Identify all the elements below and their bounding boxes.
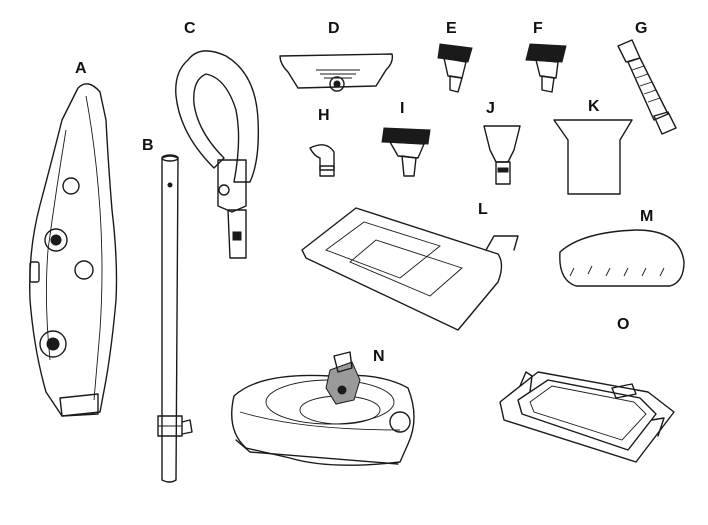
label-f: F — [533, 20, 543, 37]
part-i-small-brush — [381, 127, 431, 177]
label-n: N — [373, 348, 385, 365]
part-n-floor-head — [231, 351, 415, 466]
label-m: M — [640, 208, 654, 225]
part-d-plate — [279, 53, 394, 92]
part-o-frame — [499, 371, 675, 463]
part-e-brush — [437, 43, 473, 93]
label-c: C — [184, 20, 196, 37]
label-h: H — [318, 107, 330, 124]
label-o: O — [617, 316, 630, 333]
part-k-funnel — [553, 119, 633, 195]
label-d: D — [328, 20, 340, 37]
part-l-pad — [301, 207, 519, 331]
label-k: K — [588, 98, 600, 115]
part-b-extension-pole — [157, 154, 193, 483]
part-j-concentrator — [483, 125, 521, 185]
part-f-brush — [525, 43, 567, 93]
part-m-cloth-cap — [559, 229, 685, 287]
part-h-angle-nozzle — [309, 144, 335, 177]
label-j: J — [486, 100, 495, 117]
part-g-hose — [617, 39, 677, 135]
part-c-handle — [175, 50, 260, 259]
label-a: A — [75, 60, 87, 77]
label-e: E — [446, 20, 457, 37]
label-g: G — [635, 20, 648, 37]
label-l: L — [478, 201, 488, 218]
label-i: I — [400, 100, 405, 117]
part-a-handheld-unit — [29, 83, 118, 417]
label-b: B — [142, 137, 154, 154]
